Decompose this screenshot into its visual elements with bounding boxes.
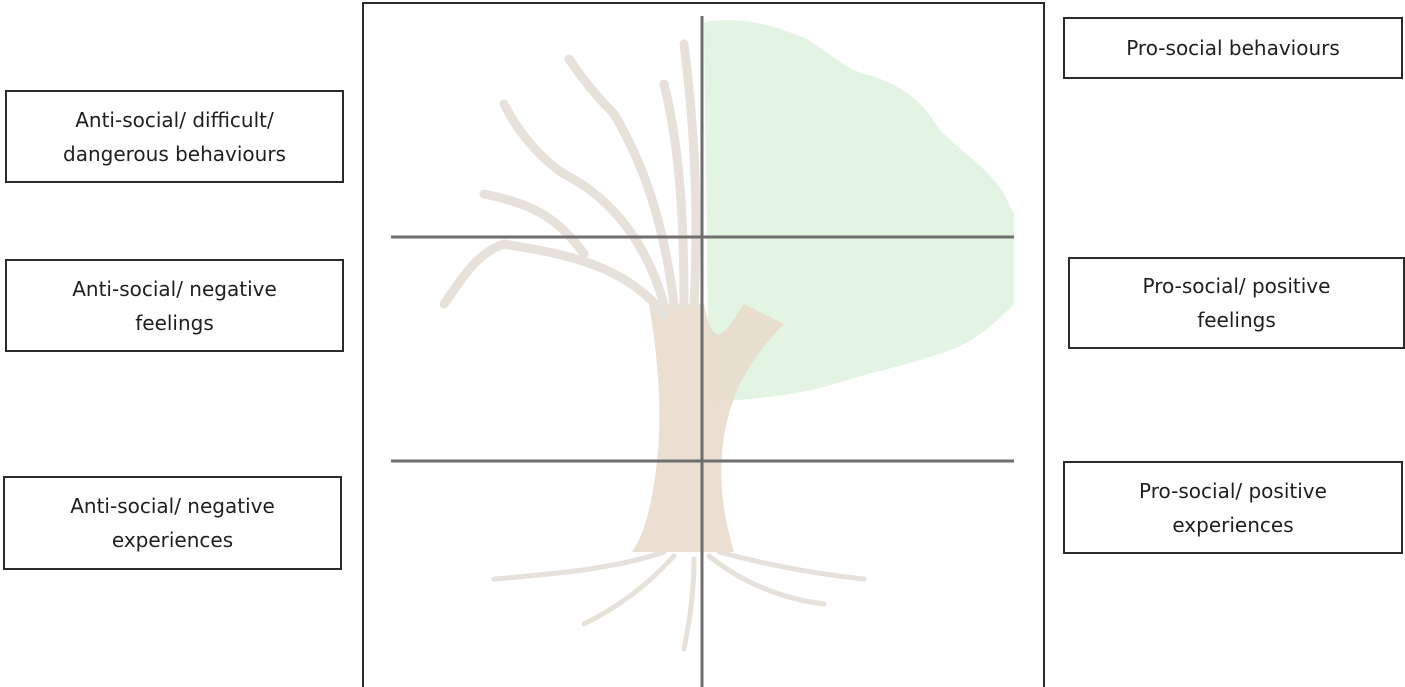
anti-social-experiences-label: Anti-social/ negative experiences bbox=[70, 489, 275, 557]
pro-social-experiences-box: Pro-social/ positive experiences bbox=[1063, 461, 1403, 554]
anti-social-behaviours-label: Anti-social/ difficult/ dangerous behavi… bbox=[63, 103, 286, 171]
anti-social-feelings-label: Anti-social/ negative feelings bbox=[72, 272, 277, 340]
tree-illustration bbox=[364, 4, 1043, 687]
pro-social-behaviours-label: Pro-social behaviours bbox=[1126, 31, 1340, 65]
pro-social-behaviours-box: Pro-social behaviours bbox=[1063, 17, 1403, 79]
anti-social-experiences-box: Anti-social/ negative experiences bbox=[3, 476, 342, 570]
pro-social-experiences-label: Pro-social/ positive experiences bbox=[1139, 474, 1327, 542]
pro-social-feelings-box: Pro-social/ positive feelings bbox=[1068, 257, 1405, 349]
pro-social-feelings-label: Pro-social/ positive feelings bbox=[1143, 269, 1331, 337]
tree-diagram-frame bbox=[362, 2, 1045, 687]
tree-trunk-icon bbox=[632, 304, 784, 552]
bare-branches-icon bbox=[444, 44, 696, 314]
tree-roots-icon bbox=[494, 552, 864, 649]
anti-social-behaviours-box: Anti-social/ difficult/ dangerous behavi… bbox=[5, 90, 344, 183]
anti-social-feelings-box: Anti-social/ negative feelings bbox=[5, 259, 344, 352]
